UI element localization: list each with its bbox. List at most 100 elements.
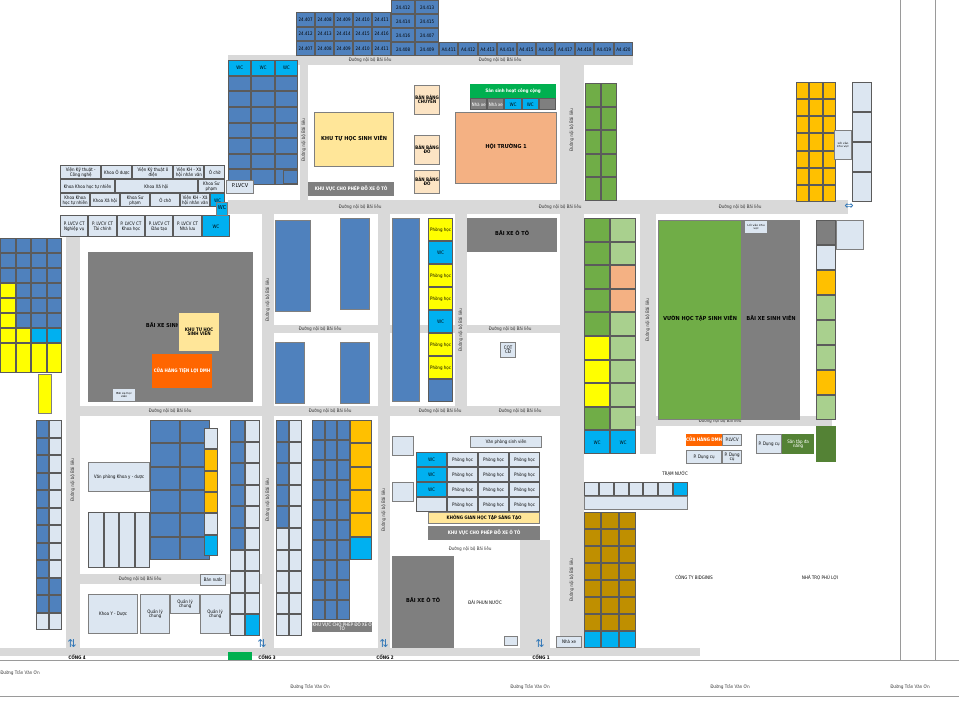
room-cell[interactable] [610, 406, 636, 431]
dept-cell[interactable]: Khoa Xã hội [90, 193, 120, 207]
room-cell[interactable] [49, 490, 62, 508]
room-cell[interactable] [601, 546, 619, 563]
room-cell[interactable] [274, 138, 298, 154]
car-parking-zone[interactable]: KHU VỰC CHO PHÉP ĐỖ XE Ô TÔ [308, 182, 394, 196]
room-cell[interactable] [289, 592, 302, 615]
room-cell[interactable] [337, 420, 350, 440]
wc-cell[interactable] [601, 631, 619, 648]
room-cell[interactable] [337, 600, 350, 620]
wc-cell[interactable]: WC [428, 310, 453, 333]
room-cell[interactable] [230, 484, 245, 507]
room-cell[interactable] [276, 549, 289, 572]
room-cell[interactable] [119, 512, 135, 568]
tool-room[interactable]: P. Dụng cụ [756, 434, 782, 454]
room-cell[interactable] [49, 542, 62, 560]
room-cell[interactable] [245, 463, 260, 485]
room-cell[interactable] [796, 184, 810, 202]
car-parking-bar[interactable]: KHU VỰC CHO PHÉP ĐỖ XE Ô TÔ [312, 622, 372, 632]
room-cell[interactable] [103, 512, 119, 568]
room-cell[interactable]: 24.407 [415, 28, 439, 42]
room-cell[interactable]: A4.418 [574, 42, 595, 56]
wc-cell[interactable] [245, 614, 260, 636]
room-cell[interactable]: 24.409 [334, 41, 353, 56]
room-cell[interactable]: A4.412 [458, 42, 478, 56]
room-cell[interactable] [601, 83, 617, 107]
small-box[interactable] [584, 496, 688, 510]
room-cell[interactable] [324, 420, 338, 440]
room-cell[interactable] [274, 153, 298, 170]
room-cell[interactable] [816, 220, 836, 245]
room-cell[interactable] [150, 536, 180, 560]
room-cell[interactable]: Phòng học [509, 467, 540, 482]
room-cell[interactable]: 24.412 [296, 26, 315, 42]
room-cell[interactable] [658, 482, 674, 496]
room-cell[interactable] [324, 440, 338, 460]
room-cell[interactable] [289, 441, 302, 464]
room-cell[interactable] [0, 298, 16, 313]
room-cell[interactable] [816, 370, 836, 395]
room-cell[interactable] [618, 529, 636, 546]
room-cell[interactable] [585, 106, 601, 131]
wc-box[interactable]: WC [216, 202, 228, 216]
dept-cell[interactable]: Viện Kỹ thuật ô điện [132, 165, 174, 179]
room-cell[interactable] [36, 420, 49, 438]
room-cell[interactable] [816, 395, 836, 420]
up-down-arrow-icon[interactable]: ⇅ [257, 636, 267, 650]
room-cell[interactable] [628, 482, 644, 496]
room-cell[interactable] [36, 560, 49, 578]
room-cell[interactable] [610, 241, 636, 266]
room-cell[interactable] [816, 345, 836, 370]
room-cell[interactable] [15, 328, 31, 343]
tool-room[interactable]: P. Dụng cụ [722, 450, 742, 464]
public-activity-area[interactable]: Sân sinh hoạt công cộng [470, 84, 556, 98]
room-cell[interactable] [601, 580, 619, 597]
room-cell[interactable]: A4.419 [594, 42, 614, 56]
room-cell[interactable] [584, 359, 610, 384]
room-cell[interactable] [49, 472, 62, 490]
room-cell[interactable] [0, 328, 16, 343]
room-cell[interactable]: Nhà xe [470, 98, 488, 110]
student-office[interactable]: Văn phòng sinh viên [470, 436, 542, 448]
room-cell[interactable] [538, 98, 556, 110]
room-cell[interactable]: 24.408 [315, 12, 334, 27]
sport-area[interactable]: Sân tập đa năng [782, 434, 814, 454]
room-cell[interactable] [809, 133, 823, 151]
room-cell[interactable] [816, 320, 836, 345]
room-cell[interactable]: Phòng học [478, 452, 509, 467]
room-cell[interactable] [618, 546, 636, 563]
room-cell[interactable] [809, 150, 823, 168]
room-cell[interactable] [601, 563, 619, 580]
room-cell[interactable]: 24.413 [415, 0, 439, 14]
room-cell[interactable] [228, 75, 252, 92]
room-cell[interactable] [289, 420, 302, 442]
dept-cell[interactable]: P. LVCV CT Khoa học [116, 215, 145, 237]
room-cell[interactable] [584, 218, 610, 242]
room-cell[interactable] [809, 99, 823, 117]
dept-cell[interactable]: Ô chờ [150, 193, 180, 207]
room-cell[interactable] [49, 560, 62, 578]
room-cell[interactable] [49, 612, 62, 630]
self-study-area[interactable]: KHU TỰ HỌC SINH VIÊN [314, 112, 394, 167]
wc-cell[interactable]: WC [416, 482, 447, 497]
room-cell[interactable] [618, 512, 636, 529]
room-cell[interactable] [245, 592, 260, 615]
room-cell[interactable]: A4.413 [477, 42, 498, 56]
room-cell[interactable] [245, 441, 260, 464]
up-down-arrow-icon[interactable]: ⇅ [535, 636, 545, 650]
room-cell[interactable]: Phòng học [478, 482, 509, 497]
building-a4[interactable] [340, 342, 370, 404]
car-parking-2[interactable]: BÃI XE Ô TÔ [392, 556, 454, 648]
medical-faculty[interactable]: Khoa Y - Dược [88, 594, 138, 634]
room-cell[interactable] [150, 443, 180, 467]
dept-cell[interactable]: P. LVCV CT Nhà lưu [173, 215, 202, 237]
room-cell[interactable] [337, 500, 350, 520]
building-a2[interactable] [340, 218, 370, 310]
room-cell[interactable] [584, 529, 602, 546]
room-cell[interactable] [31, 298, 47, 313]
wc-cell[interactable]: WC [416, 467, 447, 482]
room-cell[interactable] [36, 507, 49, 525]
student-parking-2[interactable]: BÃI XE SINH VIÊN [742, 220, 800, 420]
room-cell[interactable] [324, 580, 338, 600]
dept-cell[interactable]: P. LVCV CT Nghiệp vụ [60, 215, 89, 237]
room-cell[interactable] [230, 506, 245, 528]
